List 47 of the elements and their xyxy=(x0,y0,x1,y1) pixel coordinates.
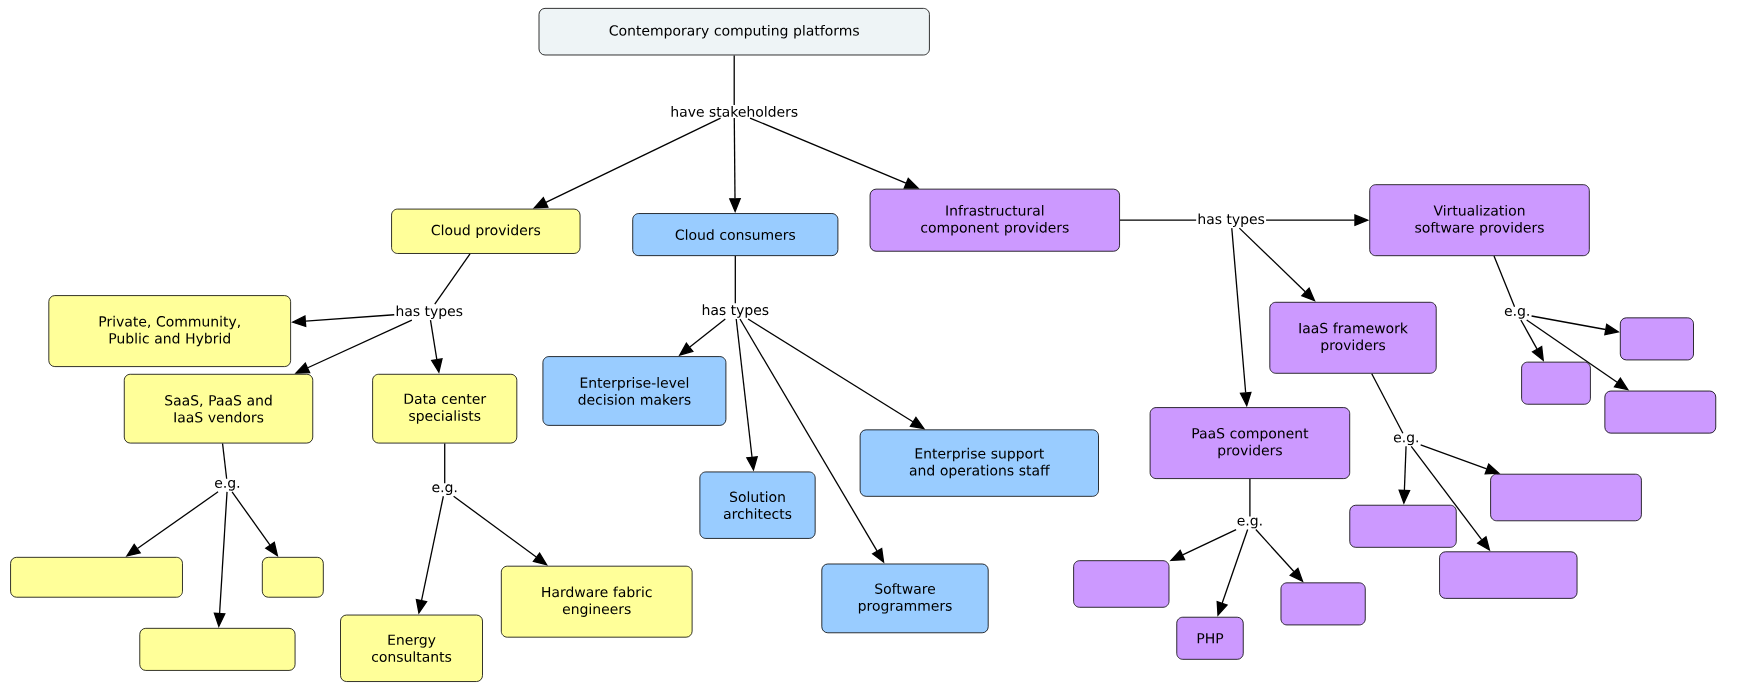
concept-box: Cloud providers xyxy=(391,208,581,254)
concept-box: Virtualization software providers xyxy=(1369,184,1590,257)
linking-phrase: e.g. xyxy=(1392,433,1421,447)
concept-box: Data center specialists xyxy=(372,373,518,444)
arrow xyxy=(1238,227,1316,302)
connector-line xyxy=(221,442,228,480)
concept-box: Private, Community, Public and Hybrid xyxy=(48,295,291,367)
linking-phrase: has types xyxy=(700,303,771,319)
connector-line xyxy=(733,54,735,106)
linking-phrase: e.g. xyxy=(1503,307,1532,320)
linking-phrase: has types xyxy=(1196,212,1266,228)
concept-box: SaaS, PaaS and IaaS vendors xyxy=(123,373,314,444)
empty-box xyxy=(1439,551,1578,599)
connector-line xyxy=(1493,255,1516,308)
empty-box xyxy=(1073,560,1170,608)
empty-box xyxy=(139,627,296,671)
concept-box: PHP xyxy=(1176,616,1244,660)
linking-phrase: e.g. xyxy=(430,483,459,497)
connector-line xyxy=(434,253,471,305)
connector-line xyxy=(1371,373,1404,434)
concept-box: Hardware fabric engineers xyxy=(500,565,693,638)
linking-phrase: e.g. xyxy=(213,478,242,492)
linking-phrase: have stakeholders xyxy=(669,105,800,118)
concept-box: Enterprise-level decision makers xyxy=(542,356,727,426)
empty-box xyxy=(1349,504,1457,548)
empty-box xyxy=(1619,317,1694,361)
concept-box: Contemporary computing platforms xyxy=(538,8,930,56)
empty-box xyxy=(1280,582,1366,626)
linking-phrase: e.g. xyxy=(1235,516,1265,530)
concept-box: Solution architects xyxy=(699,471,816,539)
connector-line xyxy=(734,255,736,304)
concept-box: Enterprise support and operations staff xyxy=(859,429,1099,497)
concept-box: IaaS framework providers xyxy=(1269,301,1437,374)
empty-box xyxy=(1604,390,1717,434)
concept-box: Software programmers xyxy=(821,563,989,634)
concept-box: Cloud consumers xyxy=(632,213,839,257)
concept-box: Energy consultants xyxy=(340,614,483,682)
connector-line xyxy=(444,442,446,484)
concept-box: Infrastructural component providers xyxy=(869,188,1120,252)
empty-box xyxy=(1490,473,1642,522)
connector-line xyxy=(1119,219,1197,221)
linking-phrase: has types xyxy=(394,304,464,320)
empty-box xyxy=(10,556,183,598)
concept-box: PaaS component providers xyxy=(1149,407,1351,479)
empty-box xyxy=(1521,361,1591,405)
empty-box xyxy=(261,556,324,598)
connector-line xyxy=(1249,478,1251,518)
